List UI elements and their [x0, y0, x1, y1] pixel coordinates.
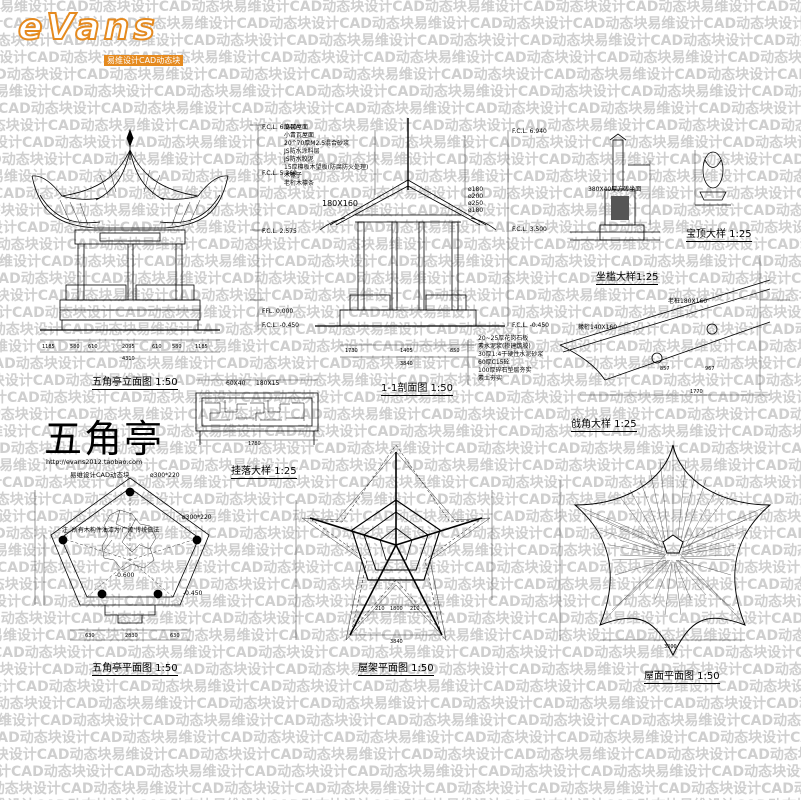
svg-text:2095: 2095 [122, 344, 135, 350]
seat-detail-drawing [570, 133, 660, 241]
elevation-mark: F.C.L. 5.360 [262, 170, 297, 177]
svg-text:610: 610 [88, 344, 98, 350]
note: 素水泥浆(掺建筑胶) [478, 343, 531, 350]
svg-text:580: 580 [172, 344, 182, 350]
hanging-dim: 60X40 [226, 380, 246, 387]
hanging-detail-drawing [195, 379, 319, 445]
elevation-mark: F.C.L. 3.500 [512, 226, 547, 233]
caption-elevation: 五角亭立面图 1:50 [92, 373, 178, 390]
note: 素土夯实 [478, 375, 503, 382]
elevation-mark: F.C.L. 6.940 [512, 128, 547, 135]
note: 老桁木檩条 [284, 180, 315, 187]
plan-note: -0.450 [183, 590, 203, 597]
note: 15厚檩板木望板(防腐防火处理) [284, 164, 369, 171]
hanging-dim: 180X15 [256, 380, 280, 387]
svg-text:1780: 1780 [248, 441, 261, 447]
svg-text:1770: 1770 [690, 389, 703, 395]
note: 筒瓦屋面 [284, 124, 309, 131]
seat-note: 380X40厚方砖坐面 [588, 186, 642, 193]
caption-corner: 戗角大样 1:25 [571, 415, 637, 432]
svg-text:1405: 1405 [400, 348, 413, 354]
elevation-drawing [31, 124, 265, 353]
note: 100厚碎石垫层夯实 [478, 367, 532, 374]
dimension-text: 1185 580 610 2095 610 580 1185 4310 1730 1405 8… [42, 344, 715, 650]
svg-text:2830: 2830 [125, 633, 138, 639]
svg-text:630: 630 [170, 633, 180, 639]
shop-url: http://evans2012.taobao.com [46, 458, 143, 466]
caption-roof-frame: 屋架平面图 1:50 [358, 659, 434, 676]
author-label: 易维设计CAD动态块 [70, 471, 130, 479]
svg-text:1185: 1185 [195, 344, 208, 350]
note: ø180 [468, 186, 484, 193]
svg-text:1730: 1730 [345, 348, 358, 354]
beam-size-label: 180X160 [322, 199, 359, 208]
caption-seat: 坐槛大样1:25 [596, 268, 659, 285]
roof-frame-drawing [295, 444, 493, 641]
brand-tagline: 易维设计CAD动态块 [104, 55, 184, 66]
svg-text:3840: 3840 [400, 361, 413, 367]
note: ø180 [468, 207, 484, 214]
section-mark-list: ø180 ø200 ø250 ø180 [468, 186, 483, 214]
caption-plan: 五角亭平面图 1:50 [92, 659, 178, 676]
note: JS防水胶泥 [284, 156, 314, 163]
svg-text:580: 580 [70, 344, 80, 350]
section-drawing [315, 118, 509, 385]
finial-drawing [694, 150, 731, 206]
svg-text:857: 857 [660, 366, 670, 372]
plan-drawing [34, 477, 210, 641]
note: 60厚C15砼 [478, 359, 510, 366]
svg-text:4310: 4310 [122, 356, 135, 362]
elevation-mark: F.C.L. -0.450 [262, 322, 299, 329]
plan-note: -0.600 [115, 572, 135, 579]
plan-note: ø300*220 [150, 472, 180, 479]
plan-note: 注: 所有木构件油漆为'广漆'传统做法 [62, 527, 160, 534]
svg-text:3300: 3300 [664, 644, 677, 650]
caption-roof-plan: 屋面平面图 1:50 [644, 667, 720, 684]
note: 30厚1:4干硬性水泥砂浆 [478, 351, 544, 358]
note: ø200 [468, 193, 484, 200]
foundation-layer-notes: 20~25厚花岗石板 素水泥浆(掺建筑胶) 30厚1:4干硬性水泥砂浆 60厚C… [478, 335, 543, 383]
plan-note: ø300*220 [182, 514, 212, 521]
svg-text:630: 630 [85, 633, 95, 639]
caption-section: 1-1剖面图 1:50 [381, 379, 453, 396]
brand-name: eVans [17, 7, 159, 49]
drawing-title: 五角亭 [44, 417, 165, 461]
elevation-mark: F.C.L. -0.450 [512, 322, 549, 329]
svg-text:1185: 1185 [42, 344, 55, 350]
svg-text:210: 210 [410, 606, 420, 612]
note: 20~25厚花岗石板 [478, 335, 529, 342]
svg-text:3840: 3840 [390, 639, 403, 645]
roof-plan-drawing [559, 444, 772, 657]
note: 20^70厚M2.5混合砂浆 [284, 140, 350, 147]
caption-finial: 宝顶大样 1:25 [686, 225, 752, 242]
elevation-mark: FFL. 0.000 [262, 308, 294, 315]
svg-text:610: 610 [152, 344, 162, 350]
elevation-mark: F.C.L. 2.575 [262, 228, 297, 235]
caption-hanging: 挂落大样 1:25 [231, 462, 297, 479]
svg-text:1800: 1800 [390, 606, 403, 612]
corner-note: 老桩180X160 [668, 298, 708, 305]
corner-detail-drawing [559, 255, 790, 396]
svg-text:850: 850 [450, 348, 460, 354]
svg-text:210: 210 [375, 606, 385, 612]
note: 木椽子 [284, 172, 303, 179]
note: ø250 [468, 200, 484, 207]
roof-layer-notes: 筒瓦屋面 小青瓦屋面 20^70厚M2.5混合砂浆 JS防水涂料层 JS防水胶泥… [284, 124, 368, 188]
note: 小青瓦屋面 [284, 132, 315, 139]
elevation-mark: F.C.L. 6.940 [262, 124, 297, 131]
corner-note: 椽桁140X160 [578, 324, 618, 331]
brand-logo: eVans 易维设计CAD动态块 [17, 7, 184, 67]
note: JS防水涂料层 [284, 148, 320, 155]
svg-text:967: 967 [705, 366, 715, 372]
